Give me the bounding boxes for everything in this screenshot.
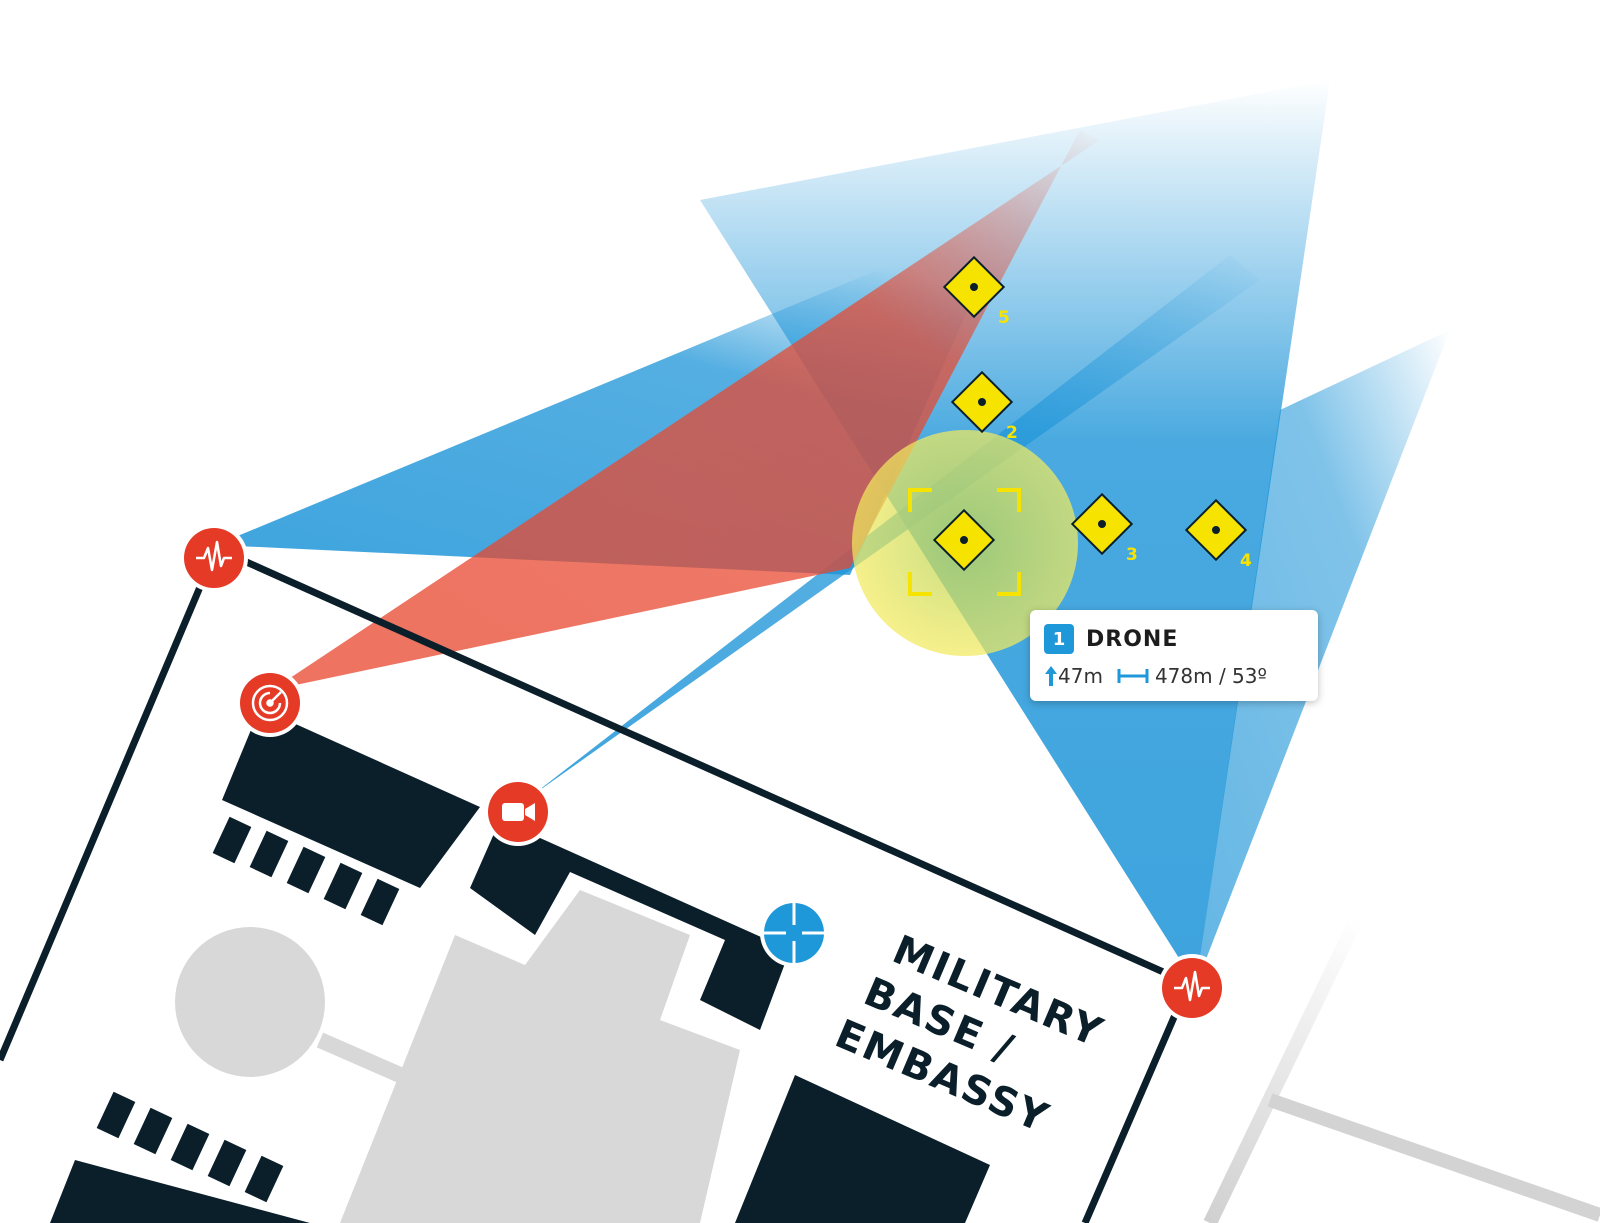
drone-marker-3[interactable]: 3 (1070, 492, 1138, 565)
camera-sensor[interactable] (484, 778, 552, 846)
rf-sensor-right[interactable] (1158, 954, 1226, 1022)
drone-card-title: DRONE (1086, 626, 1179, 652)
drone-card-metrics: 47m 478m / 53º (1044, 663, 1267, 689)
waveform-icon (1174, 970, 1210, 1002)
beam-radar (272, 130, 1100, 690)
drone-number: 2 (1006, 423, 1018, 443)
drone-marker-5[interactable]: 5 (942, 255, 1010, 328)
drone-marker-2[interactable]: 2 (950, 370, 1018, 443)
drone-altitude: 47m (1058, 664, 1103, 688)
ground-parcel (340, 890, 740, 1223)
sensors (180, 524, 1226, 1022)
small-units-row-1 (212, 816, 400, 926)
rf-sensor-left[interactable] (180, 524, 248, 592)
radar-sensor[interactable] (236, 669, 304, 737)
ground-circle (175, 927, 325, 1077)
background-roads (1203, 856, 1600, 1223)
drone-number: 5 (998, 308, 1010, 328)
building-2 (470, 820, 790, 1030)
video-camera-icon (502, 803, 535, 821)
ground-areas (175, 890, 740, 1223)
small-units-row-2 (96, 1091, 284, 1203)
crosshair-icon (764, 903, 824, 963)
distance-icon (1117, 669, 1149, 683)
drones: 5 2 3 4 (932, 255, 1252, 572)
target-lock-bracket (908, 488, 1021, 596)
radar-icon (251, 684, 289, 722)
drone-info-card[interactable]: 1 DRONE 47m 478m / 53º (1030, 610, 1318, 701)
building-1 (222, 708, 480, 888)
jammer-sensor[interactable] (760, 899, 828, 967)
drone-marker-4[interactable]: 4 (1184, 498, 1252, 571)
altitude-arrow-icon (1045, 666, 1057, 686)
beam-right-wedge (1196, 330, 1450, 985)
drone-id-badge: 1 (1044, 624, 1074, 654)
building-3 (735, 1075, 990, 1223)
drone-number: 3 (1126, 545, 1138, 565)
waveform-icon (196, 540, 232, 572)
drone-number: 4 (1240, 551, 1252, 571)
drone-card-header: 1 DRONE (1044, 624, 1178, 654)
buildings (50, 708, 990, 1223)
building-4 (50, 1160, 310, 1223)
drone-distance-bearing: 478m / 53º (1154, 664, 1267, 688)
perimeter-fence (0, 556, 1182, 1223)
drone-marker-1[interactable] (932, 508, 996, 572)
